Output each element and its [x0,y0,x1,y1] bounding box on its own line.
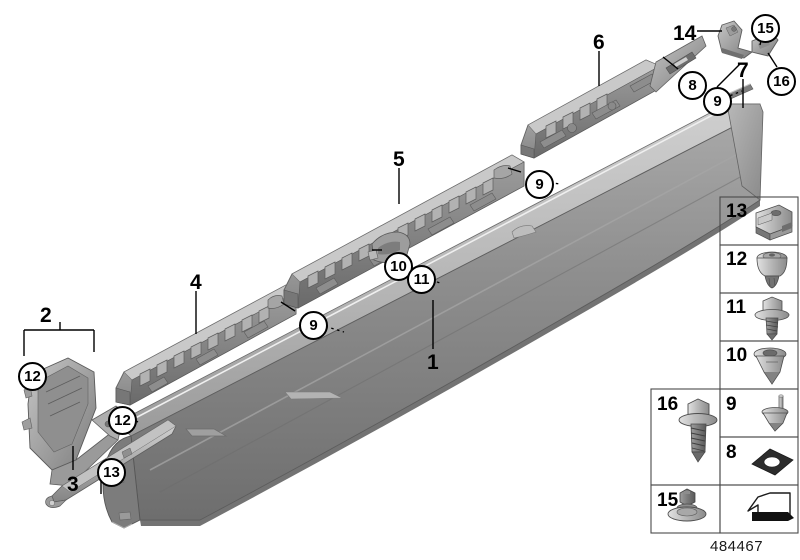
callout-1: 1 [427,351,439,374]
legend-number-13: 13 [726,201,748,222]
diamond-gasket-icon [751,448,794,476]
legend-number-9: 9 [726,394,737,415]
part-4-front-carrier [115,284,297,406]
diagram-part-number: 484467 [710,538,764,555]
legend-number-15: 15 [657,490,679,511]
callout-12-sill: 12 [108,406,137,435]
part-2-front-bracket [21,357,125,487]
part-6-rear-carrier [520,59,661,159]
part-8-gasket-strip [649,35,707,93]
arrow-marker-icon [747,492,794,521]
legend-number-11: 11 [726,297,747,318]
callout-15: 15 [751,14,780,43]
legend-number-10: 10 [726,345,748,366]
hex-bolt-long-icon [678,398,718,463]
legend-number-12: 12 [726,249,748,270]
push-rivet-icon [753,347,787,385]
callout-16: 16 [767,67,796,96]
clip-nut-cage-icon [755,204,793,241]
legend-grid [650,196,799,534]
plastic-stud-icon [761,394,789,432]
callout-9-front: 9 [299,311,328,340]
callout-11: 11 [407,265,436,294]
callout-8: 8 [678,71,707,100]
expanding-rivet-icon [756,251,788,289]
callout-6: 6 [593,31,605,54]
callout-12-bracket: 12 [18,362,47,391]
callout-4: 4 [190,271,202,294]
callout-14: 14 [673,22,697,45]
part-14-rear-bracket [717,20,753,59]
legend-number-8: 8 [726,442,737,463]
flange-nut-icon [667,488,707,522]
callout-13: 13 [97,458,126,487]
part-5-centre-carrier [283,154,525,309]
hex-head-screw-icon [754,296,790,341]
callout-2: 2 [40,304,52,327]
callout-9-rear: 9 [703,87,732,116]
callout-5: 5 [393,148,405,171]
callout-9-centre: 9 [525,170,554,199]
callout-7: 7 [737,59,749,82]
callout-10: 10 [384,252,413,281]
callout-3: 3 [67,473,79,496]
legend-number-16: 16 [657,394,679,415]
